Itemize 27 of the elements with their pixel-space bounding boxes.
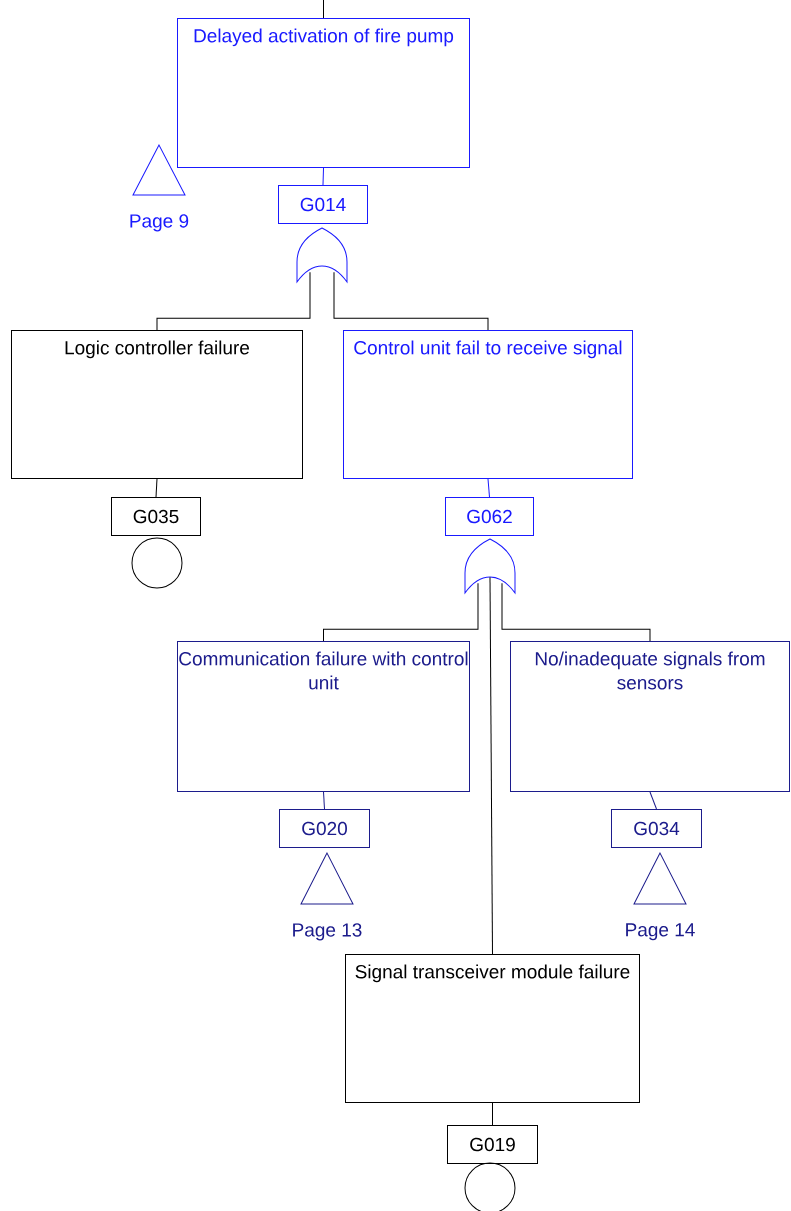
connector-line bbox=[156, 271, 311, 331]
event-box: Signal transceiver module failure bbox=[345, 954, 640, 1103]
gate-id-box: G020 bbox=[279, 809, 370, 848]
connector-line bbox=[323, 791, 325, 810]
connector-line bbox=[487, 478, 490, 498]
event-box: Logic controller failure bbox=[11, 330, 303, 479]
connector-line bbox=[501, 582, 651, 642]
gate-id-box: G035 bbox=[111, 497, 201, 536]
event-box: No/inadequate signals from sensors bbox=[510, 641, 790, 792]
gate-id-box: G034 bbox=[611, 809, 702, 848]
connector-line bbox=[492, 1102, 493, 1126]
or-gate bbox=[296, 227, 348, 283]
event-box: Communication failure with control unit bbox=[177, 641, 470, 792]
basic-event-circle bbox=[131, 537, 183, 589]
gate-id-box: G014 bbox=[278, 185, 368, 224]
connector-line bbox=[649, 791, 657, 810]
connector-line bbox=[333, 271, 489, 331]
connector-line bbox=[323, 582, 479, 642]
gate-id-box: G019 bbox=[447, 1125, 538, 1164]
gate-id-box: G062 bbox=[445, 497, 534, 536]
connector-line bbox=[322, 167, 324, 186]
connector-line bbox=[323, 0, 324, 19]
event-box: Control unit fail to receive signal bbox=[343, 330, 633, 479]
connector-line bbox=[489, 576, 493, 955]
connector-line bbox=[155, 478, 158, 498]
event-box: Delayed activation of fire pump bbox=[177, 18, 470, 168]
or-gate bbox=[464, 538, 516, 594]
